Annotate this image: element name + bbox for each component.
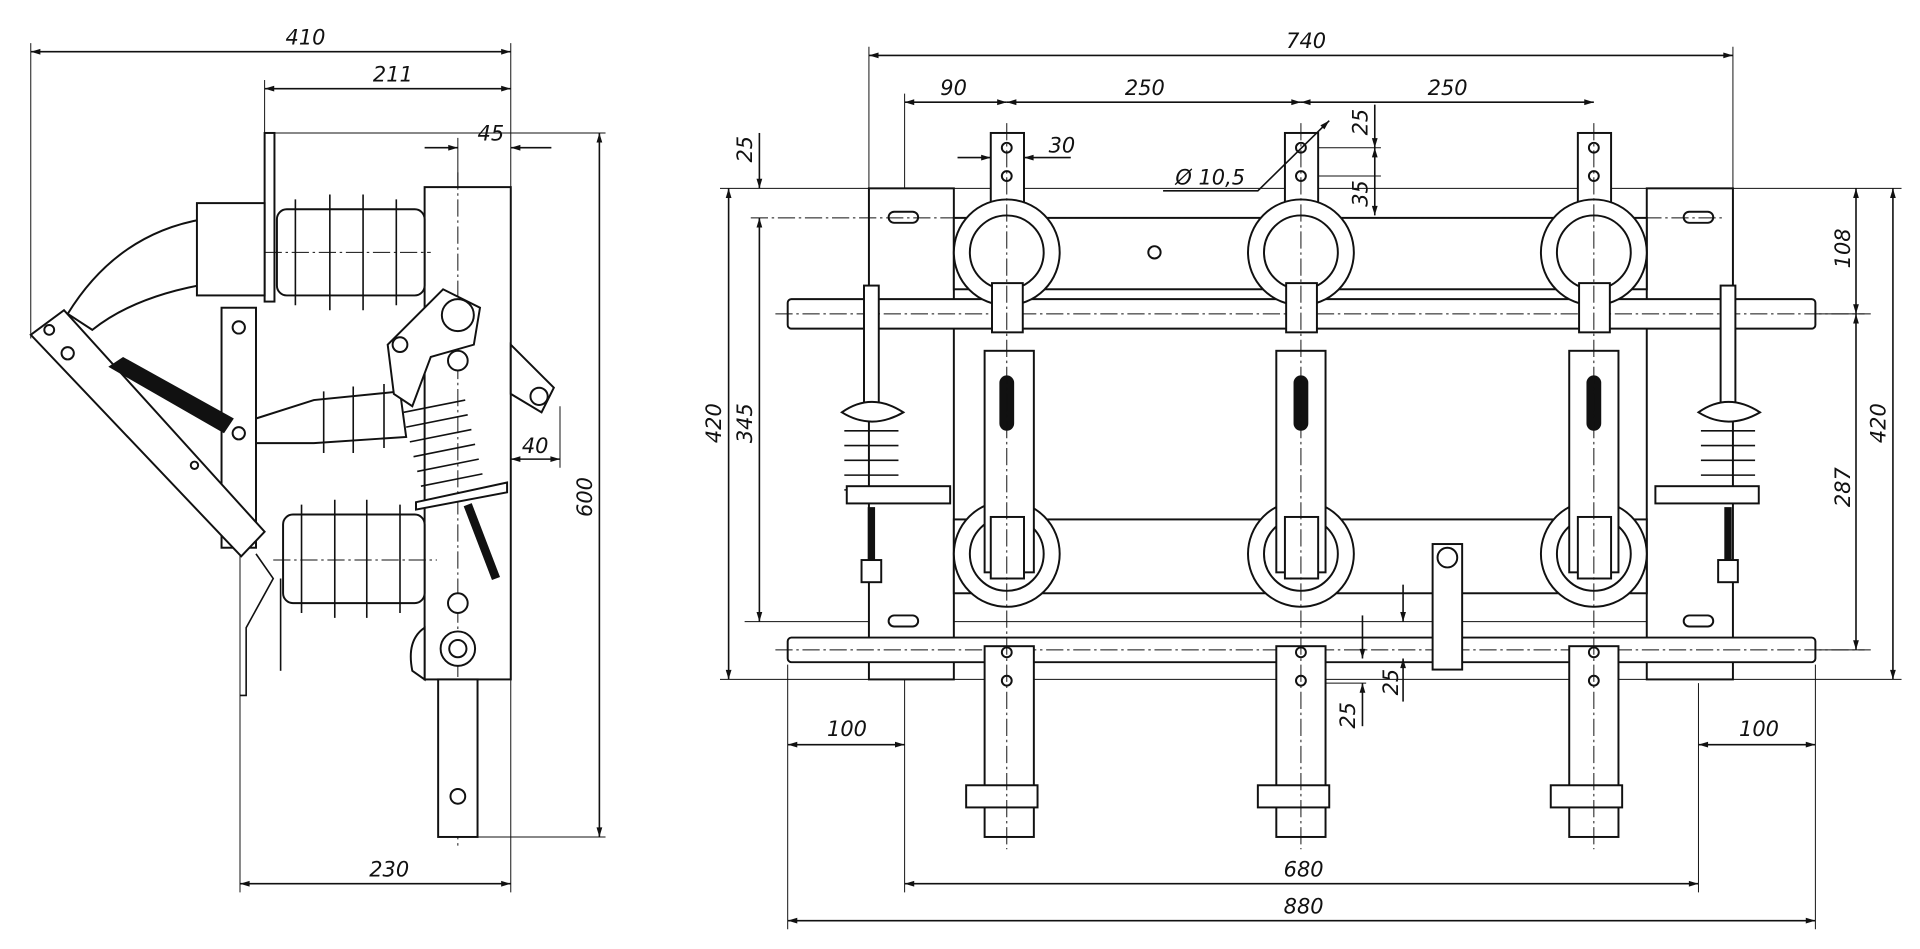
insulator-bottom [273,499,437,618]
spring-right [1654,284,1762,584]
dim-345: 345 [733,403,757,443]
dim-250-b: 250 [1428,76,1468,100]
spring-band [108,356,234,434]
dim-35: 35 [1348,180,1372,207]
contact-arm [29,308,266,558]
side-plate-right [1645,187,1734,681]
spring [403,399,483,487]
dim-740: 740 [1286,29,1326,53]
spring-left [840,284,952,584]
dim-45: 45 [478,121,505,145]
dim-420-right: 420 [1867,403,1891,443]
dim-100-left: 100 [827,717,867,741]
dim-40: 40 [522,434,549,458]
dim-600: 600 [573,477,597,517]
dim-25-top: 25 [1348,109,1372,136]
dim-250-a: 250 [1125,76,1165,100]
dim-211: 211 [373,62,413,86]
dim-420-left: 420 [702,403,726,443]
dim-30: 30 [1049,134,1076,158]
mounting-plate [423,186,512,681]
dim-25-left: 25 [733,136,757,163]
dim-287: 287 [1831,467,1855,508]
dim-410: 410 [286,25,326,49]
dim-25-bottom-b: 25 [1336,702,1360,729]
dim-90: 90 [940,76,967,100]
dim-hole-diameter: Ø 10,5 [1174,166,1245,190]
dim-108: 108 [1831,228,1855,268]
side-plate-left [867,187,955,681]
operating-rod [437,678,479,838]
side-view: 410 211 45 600 40 230 [29,25,606,893]
dim-230: 230 [369,857,409,881]
insulator-top [264,194,431,311]
dim-680: 680 [1284,857,1324,881]
front-view: 740 90 250 250 30 Ø 10,5 25 35 25 420 34… [702,29,1902,930]
insulator-middle [255,384,408,453]
dim-25-bottom-a: 25 [1379,669,1403,696]
dim-100-right: 100 [1739,717,1779,741]
dim-880: 880 [1284,894,1324,918]
